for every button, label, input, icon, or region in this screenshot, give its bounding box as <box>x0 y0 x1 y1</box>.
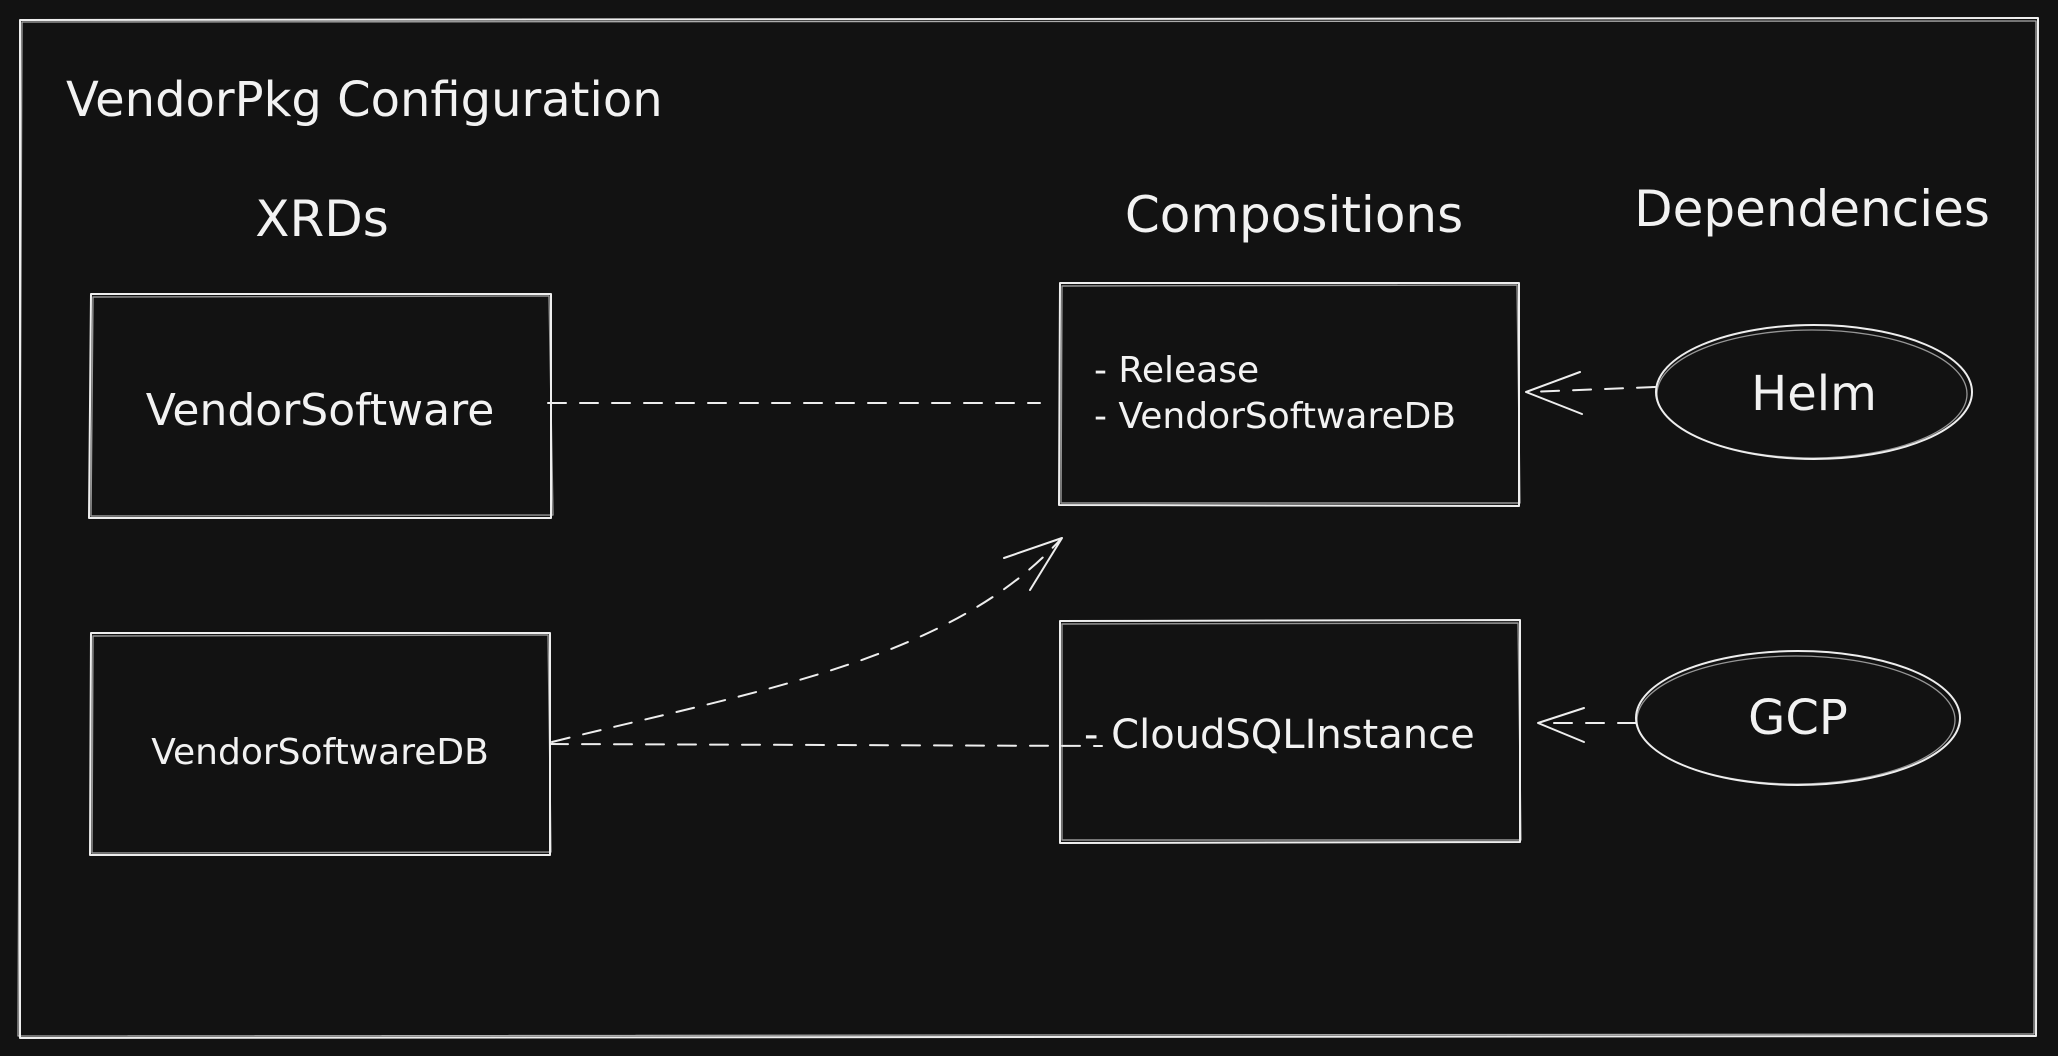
connector-vendorsoftwaredb-to-composition <box>549 743 1103 747</box>
arrowhead-icon <box>1537 707 1585 743</box>
connector-helm-to-composition <box>1527 386 1656 393</box>
composition-item: - VendorSoftwareDB <box>1094 396 1456 437</box>
xrd-label: VendorSoftwareDB <box>151 732 489 773</box>
xrd-box-vendorsoftware: VendorSoftware <box>88 293 554 519</box>
xrd-box-vendorsoftwaredb: VendorSoftwareDB <box>89 632 552 856</box>
column-header-dependencies: Dependencies <box>1634 180 1990 238</box>
dependency-gcp: GCP <box>1635 650 1961 786</box>
xrd-label: VendorSoftware <box>146 385 495 436</box>
composition-item: - CloudSQLInstance <box>1084 712 1475 758</box>
composition-box-vendorsoftwaredb: - CloudSQLInstance <box>1059 619 1522 844</box>
connector-vendorsoftwaredb-curve <box>551 539 1061 743</box>
column-header-compositions: Compositions <box>1125 186 1463 244</box>
dependency-label: GCP <box>1748 690 1848 746</box>
arrowhead-icon <box>1525 371 1583 415</box>
arrowhead-icon <box>1003 537 1063 591</box>
outer-frame <box>17 17 2039 1039</box>
composition-item: - Release <box>1094 350 1259 391</box>
dependency-label: Helm <box>1751 366 1877 422</box>
composition-box-vendorsoftware: - Release - VendorSoftwareDB <box>1058 282 1521 507</box>
diagram-title: VendorPkg Configuration <box>66 72 663 128</box>
column-header-xrds: XRDs <box>255 190 389 248</box>
dependency-helm: Helm <box>1655 324 1973 460</box>
